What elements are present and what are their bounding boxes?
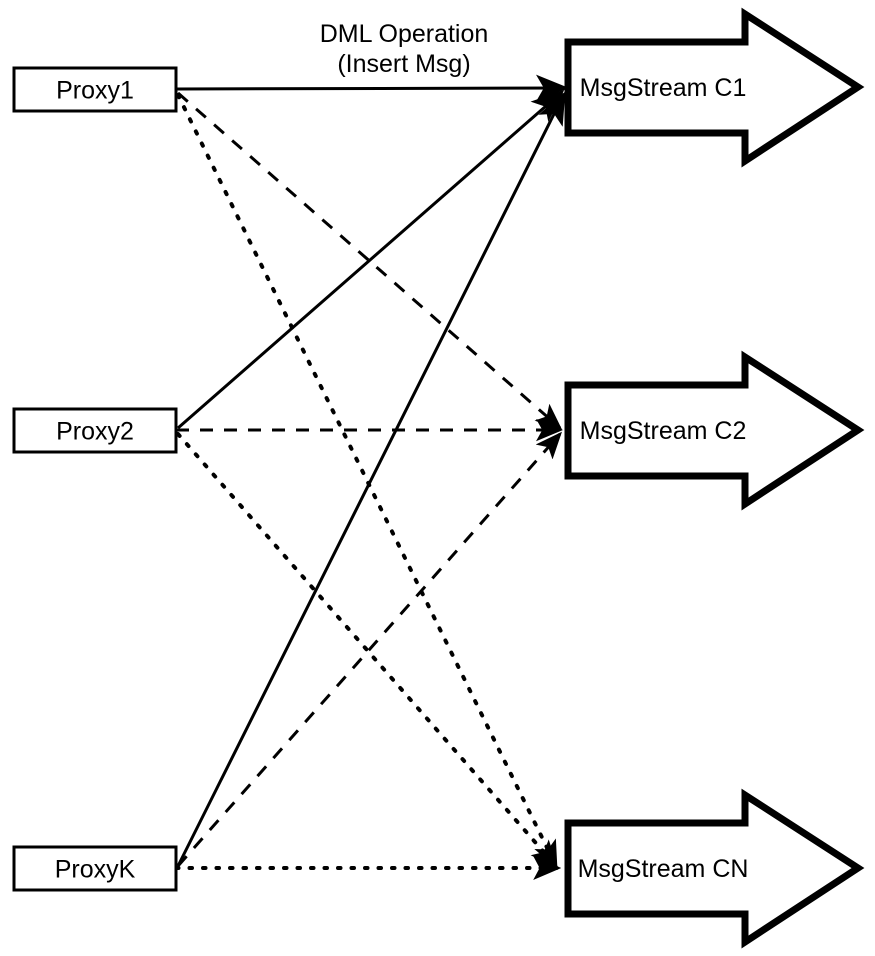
connection-proxy2-to-c1 xyxy=(177,90,565,430)
msgstream-label: MsgStream C2 xyxy=(580,417,747,445)
streams-layer: MsgStream C1 MsgStream C2 MsgStream CN xyxy=(564,7,865,949)
proxy-node-proxy1[interactable]: Proxy1 xyxy=(12,66,178,113)
proxy-box-rect xyxy=(12,407,178,454)
connection-line-solid xyxy=(175,74,569,102)
connections-layer xyxy=(174,74,569,880)
edge-label-dml-operation: DML Operation (Insert Msg) xyxy=(320,20,489,78)
proxy-box-rect xyxy=(12,845,178,892)
msgstream-arrow-shape xyxy=(564,350,865,511)
msgstream-label: MsgStream CN xyxy=(578,855,749,883)
connection-line-solid xyxy=(177,90,565,430)
connection-proxy1-to-cn xyxy=(176,93,558,869)
proxy-label: ProxyK xyxy=(55,856,136,884)
connection-proxy1-to-c2 xyxy=(177,91,563,430)
msgstream-node-c2[interactable]: MsgStream C2 xyxy=(564,350,865,511)
proxy-node-proxy2[interactable]: Proxy2 xyxy=(12,407,178,454)
msgstream-arrow-shape xyxy=(564,788,865,949)
msgstream-node-c1[interactable]: MsgStream C1 xyxy=(564,7,865,168)
connection-proxy2-to-cn xyxy=(176,432,559,869)
proxy-label: Proxy2 xyxy=(56,418,134,446)
connection-proxyK-to-c1 xyxy=(176,91,566,867)
connection-line-dotted xyxy=(176,93,558,869)
connection-line-dotted xyxy=(176,432,559,869)
connection-line-dashed xyxy=(176,431,562,867)
proxy-box-rect xyxy=(12,66,178,113)
edge-label-line-2: (Insert Msg) xyxy=(337,50,470,78)
msgstream-node-cn[interactable]: MsgStream CN xyxy=(564,788,865,949)
msgstream-arrow-shape xyxy=(564,7,865,168)
msgstream-label: MsgStream C1 xyxy=(580,74,747,102)
connection-proxy1-to-c1 xyxy=(175,74,569,102)
proxy-node-proxyK[interactable]: ProxyK xyxy=(12,845,178,892)
proxy-label: Proxy1 xyxy=(56,77,134,105)
connection-line-dashed xyxy=(177,91,563,430)
edge-label-line-1: DML Operation xyxy=(320,20,489,48)
connection-line-solid xyxy=(176,91,566,867)
connection-proxyK-to-c2 xyxy=(176,431,562,867)
